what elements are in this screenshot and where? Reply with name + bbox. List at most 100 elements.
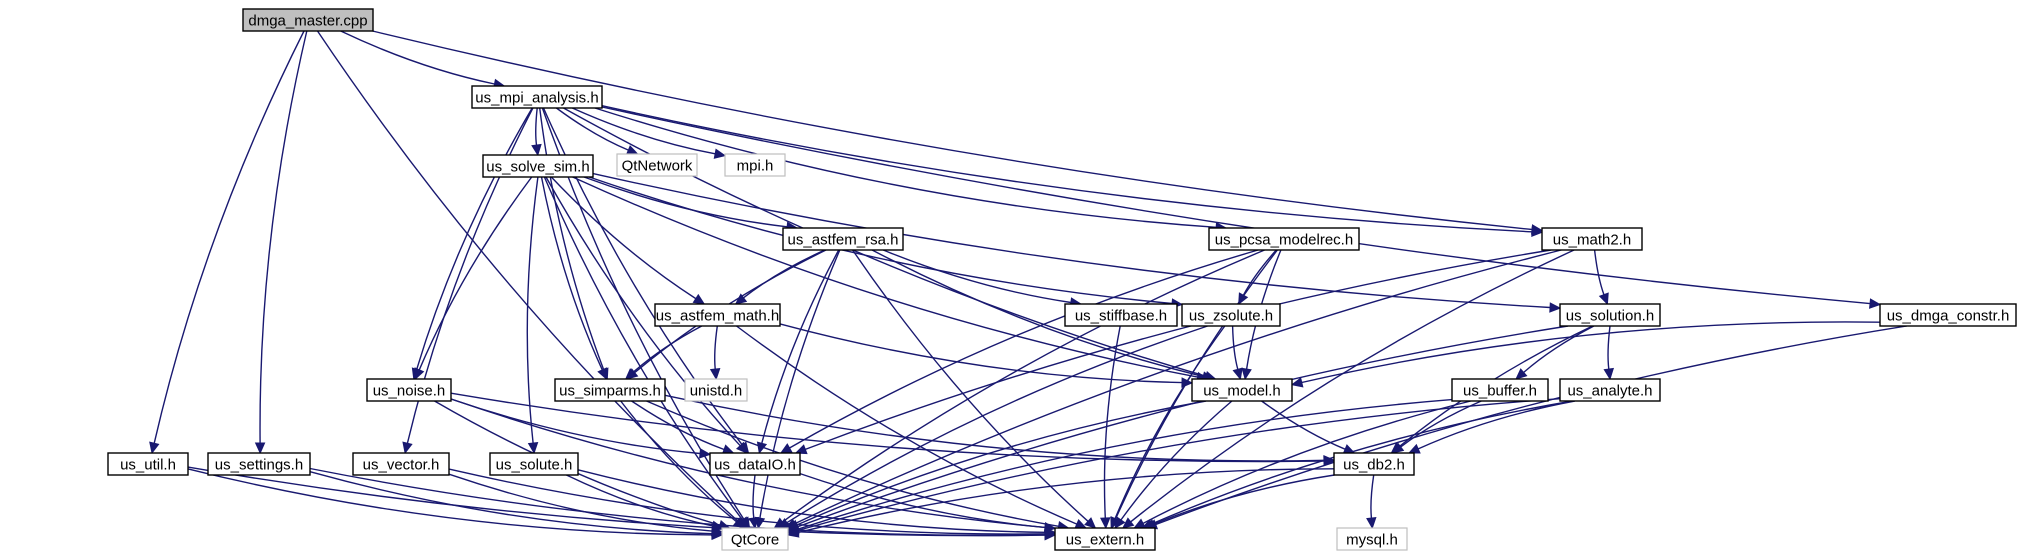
edge-db2-to-qtcore bbox=[797, 468, 1335, 534]
node-astfem-rsa[interactable]: us_astfem_rsa.h bbox=[782, 227, 904, 251]
arrowhead-math2-to-dataio bbox=[794, 444, 808, 455]
node-label: us_dataIO.h bbox=[714, 457, 796, 474]
arrowhead-zsolute-to-model bbox=[1232, 367, 1243, 381]
edge-solve_sim-to-simparms bbox=[540, 176, 603, 371]
node-model[interactable]: us_model.h bbox=[1191, 378, 1293, 402]
node-simparms[interactable]: us_simparms.h bbox=[554, 378, 666, 402]
arrowhead-solve_sim-to-solute bbox=[527, 442, 539, 455]
edge-astfem_math-to-extern bbox=[736, 325, 1078, 525]
node-extern[interactable]: us_extern.h bbox=[1054, 527, 1156, 551]
node-label: us_solute.h bbox=[496, 457, 573, 474]
node-astfem-math[interactable]: us_astfem_math.h bbox=[654, 303, 781, 327]
node-label: us_simparms.h bbox=[559, 383, 661, 400]
node-label: us_extern.h bbox=[1066, 532, 1144, 549]
arrowhead-math2-to-extern bbox=[1121, 517, 1135, 529]
edge-solution-to-buffer bbox=[1523, 325, 1595, 373]
edge-dmga_constr-to-extern bbox=[1155, 325, 1907, 526]
nodes-layer: dmga_master.cppus_mpi_analysis.hQtNetwor… bbox=[107, 8, 2017, 551]
node-label: us_solve_sim.h bbox=[486, 159, 589, 176]
edge-pcsa_modelrec-to-dataio bbox=[789, 249, 1259, 449]
node-mpi: mpi.h bbox=[724, 153, 786, 177]
edge-mpi_analysis-to-noise bbox=[416, 107, 533, 370]
edge-astfem_rsa-to-model bbox=[871, 249, 1204, 378]
arrowhead-mpi_analysis-to-dmga_constr bbox=[1869, 298, 1882, 309]
node-box bbox=[107, 452, 189, 476]
node-label: us_stiffbase.h bbox=[1075, 308, 1167, 325]
node-box bbox=[471, 85, 603, 109]
arrowhead-db2-to-qtcore bbox=[786, 527, 800, 538]
node-zsolute[interactable]: us_zsolute.h bbox=[1181, 303, 1281, 327]
edge-pcsa_modelrec-to-zsolute bbox=[1242, 249, 1277, 296]
node-label: us_astfem_math.h bbox=[656, 308, 779, 325]
node-dmga-constr[interactable]: us_dmga_constr.h bbox=[1879, 303, 2017, 327]
node-box bbox=[554, 378, 666, 402]
edge-model-to-extern bbox=[1120, 400, 1233, 521]
node-buffer[interactable]: us_buffer.h bbox=[1451, 378, 1549, 402]
edge-solve_sim-to-noise bbox=[418, 176, 533, 371]
node-settings[interactable]: us_settings.h bbox=[207, 452, 311, 476]
edge-settings-to-qtcore bbox=[309, 471, 713, 535]
node-db2[interactable]: us_db2.h bbox=[1333, 452, 1415, 476]
edge-model-to-qtcore bbox=[796, 400, 1207, 526]
edge-noise-to-dataio bbox=[450, 398, 701, 455]
node-solution[interactable]: us_solution.h bbox=[1559, 303, 1661, 327]
arrowhead-math2-to-solution bbox=[1598, 292, 1609, 306]
edge-buffer-to-qtcore bbox=[797, 398, 1453, 530]
arrowhead-solve_sim-to-astfem_math bbox=[692, 293, 706, 305]
edge-pcsa_modelrec-to-qtcore bbox=[781, 249, 1265, 523]
node-label: us_dmga_constr.h bbox=[1887, 308, 2010, 325]
edge-math2-to-qtcore bbox=[794, 249, 1562, 525]
node-pcsa-modelrec[interactable]: us_pcsa_modelrec.h bbox=[1208, 227, 1360, 251]
edge-analyte-to-extern bbox=[1151, 400, 1573, 525]
arrowhead-dataio-to-extern bbox=[1044, 522, 1057, 533]
node-label: unistd.h bbox=[690, 383, 743, 400]
node-dmga-master[interactable]: dmga_master.cpp bbox=[242, 8, 374, 32]
edge-astfem_rsa-to-stiffbase bbox=[882, 249, 1072, 304]
edge-astfem_rsa-to-astfem_math bbox=[743, 249, 826, 299]
edge-astfem_math-to-model bbox=[779, 323, 1183, 384]
edge-analyte-to-qtcore bbox=[797, 398, 1561, 532]
arrowhead-pcsa_modelrec-to-dataio bbox=[779, 443, 793, 454]
node-mpi-analysis[interactable]: us_mpi_analysis.h bbox=[471, 85, 603, 109]
arrowhead-dmga_master-to-util bbox=[149, 441, 160, 455]
node-vector[interactable]: us_vector.h bbox=[352, 452, 450, 476]
edge-solve_sim-to-astfem_rsa bbox=[583, 176, 788, 228]
edge-mpi_analysis-to-dmga_constr bbox=[601, 106, 1871, 305]
edge-math2-to-solution bbox=[1593, 249, 1605, 295]
edge-simparms-to-dataio bbox=[631, 400, 725, 451]
node-util[interactable]: us_util.h bbox=[107, 452, 189, 476]
node-stiffbase[interactable]: us_stiffbase.h bbox=[1064, 303, 1178, 327]
node-label: mpi.h bbox=[737, 158, 774, 175]
node-box bbox=[207, 452, 311, 476]
edge-mpi_analysis-to-simparms bbox=[539, 107, 605, 370]
node-label: us_math2.h bbox=[1553, 232, 1631, 249]
edge-mpi_analysis-to-pcsa_modelrec bbox=[594, 107, 1217, 228]
edge-simparms-to-extern bbox=[646, 400, 1059, 527]
arrowhead-astfem_rsa-to-extern bbox=[1084, 517, 1097, 529]
edge-zsolute-to-extern bbox=[1114, 325, 1226, 520]
node-solve-sim[interactable]: us_solve_sim.h bbox=[482, 154, 594, 178]
edge-astfem_rsa-to-qtcore bbox=[759, 249, 841, 519]
node-solute[interactable]: us_solute.h bbox=[489, 452, 579, 476]
edge-dataio-to-extern bbox=[799, 472, 1046, 529]
node-label: us_analyte.h bbox=[1567, 383, 1652, 400]
node-unistd: unistd.h bbox=[684, 378, 748, 402]
edge-noise-to-extern bbox=[450, 398, 1046, 529]
node-noise[interactable]: us_noise.h bbox=[366, 378, 452, 402]
node-analyte[interactable]: us_analyte.h bbox=[1559, 378, 1661, 402]
arrowhead-pcsa_modelrec-to-zsolute bbox=[1238, 292, 1249, 306]
node-dataio[interactable]: us_dataIO.h bbox=[709, 452, 801, 476]
edge-dataio-to-qtcore bbox=[752, 474, 756, 519]
node-box bbox=[366, 378, 452, 402]
edge-dmga_master-to-settings bbox=[259, 30, 308, 444]
node-label: us_solution.h bbox=[1566, 308, 1654, 325]
edge-dmga_master-to-mpi_analysis bbox=[340, 30, 495, 85]
node-label: us_noise.h bbox=[373, 383, 446, 400]
arrowhead-mpi_analysis-to-math2 bbox=[1531, 226, 1544, 238]
node-math2[interactable]: us_math2.h bbox=[1541, 227, 1643, 251]
arrowhead-astfem_math-to-unistd bbox=[709, 368, 721, 381]
arrowhead-solve_sim-to-solution bbox=[1549, 302, 1562, 313]
node-box bbox=[1054, 527, 1156, 551]
edge-mpi_analysis-to-qtnetwork bbox=[555, 107, 629, 151]
